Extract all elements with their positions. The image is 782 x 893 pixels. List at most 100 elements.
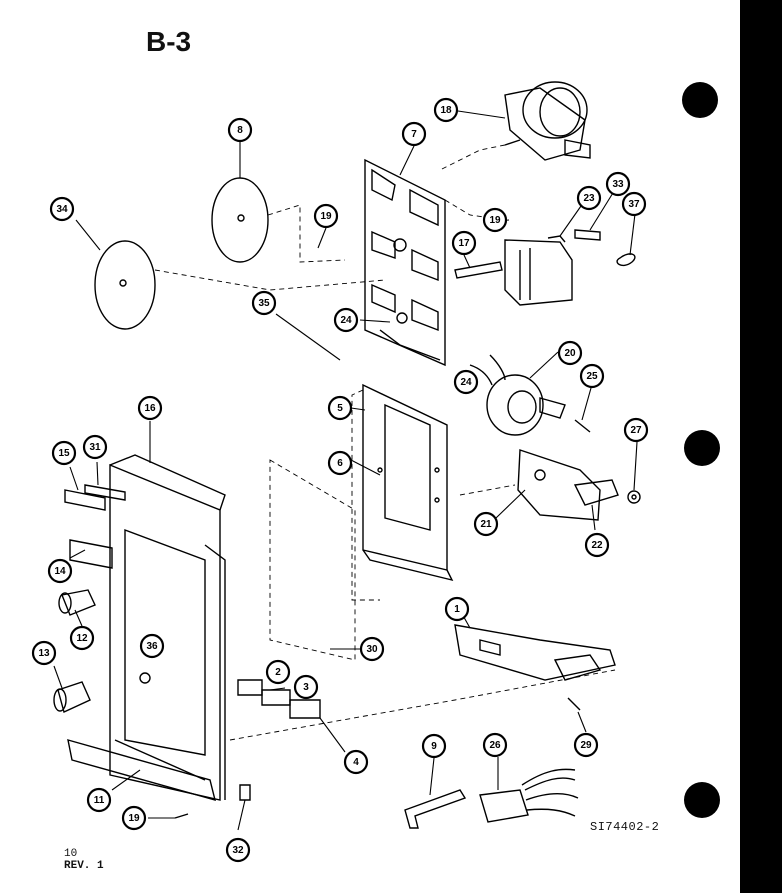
callout-21: 21 <box>473 511 499 537</box>
callout-14: 14 <box>47 558 73 584</box>
callout-18: 18 <box>433 97 459 123</box>
large-cam-disc-part <box>94 240 156 330</box>
callout-8: 8 <box>227 117 253 143</box>
callout-label: 25 <box>586 371 598 382</box>
callout-label: 31 <box>89 442 101 453</box>
callout-29: 29 <box>573 732 599 758</box>
callout-label: 12 <box>76 633 88 644</box>
callout-11: 11 <box>86 787 112 813</box>
callout-19: 19 <box>121 805 147 831</box>
bracket-part <box>64 489 106 511</box>
nut-part <box>627 490 641 504</box>
callout-33: 33 <box>605 171 631 197</box>
callout-34: 34 <box>49 196 75 222</box>
callout-36: 36 <box>139 633 165 659</box>
callout-label: 32 <box>232 845 244 856</box>
callout-label: 23 <box>583 193 595 204</box>
callout-19: 19 <box>482 207 508 233</box>
callout-3: 3 <box>293 674 319 700</box>
cam-disc-part <box>211 177 269 263</box>
binder-hole-bottom <box>684 782 720 818</box>
callout-label: 22 <box>591 540 603 551</box>
callout-13: 13 <box>31 640 57 666</box>
control-housing-part <box>109 454 226 801</box>
page-number: 10 <box>64 848 78 860</box>
knob-part <box>53 681 91 713</box>
switch-assembly-part <box>504 235 573 306</box>
callout-26: 26 <box>482 732 508 758</box>
screw-part <box>567 697 581 711</box>
wire-harness-part <box>479 768 579 823</box>
drawing-number: SI74402-2 <box>590 820 660 834</box>
callout-label: 33 <box>612 179 624 190</box>
callout-label: 13 <box>38 648 50 659</box>
callout-label: 24 <box>340 315 352 326</box>
callout-label: 7 <box>411 129 417 140</box>
callout-label: 8 <box>237 125 243 136</box>
callout-label: 27 <box>630 425 642 436</box>
callout-label: 19 <box>128 813 140 824</box>
screw-part <box>174 813 189 819</box>
callout-20: 20 <box>557 340 583 366</box>
callout-label: 30 <box>366 644 378 655</box>
terminal-block-part <box>261 689 291 706</box>
callout-label: 9 <box>431 741 437 752</box>
callout-9: 9 <box>421 733 447 759</box>
callout-15: 15 <box>51 440 77 466</box>
callout-16: 16 <box>137 395 163 421</box>
callout-label: 6 <box>337 458 343 469</box>
spring-clip-part <box>574 229 601 241</box>
callout-27: 27 <box>623 417 649 443</box>
bracket-part <box>84 484 126 501</box>
callout-label: 29 <box>580 740 592 751</box>
callout-23: 23 <box>576 185 602 211</box>
callout-label: 1 <box>454 604 460 615</box>
timer-motor-part <box>504 81 591 161</box>
callout-31: 31 <box>82 434 108 460</box>
binder-hole-middle <box>684 430 720 466</box>
callout-6: 6 <box>327 450 353 476</box>
callout-label: 37 <box>628 199 640 210</box>
cam-switch-part <box>517 449 619 521</box>
callout-label: 2 <box>275 667 281 678</box>
callout-label: 3 <box>303 682 309 693</box>
callout-label: 17 <box>458 238 470 249</box>
callout-label: 26 <box>489 740 501 751</box>
callout-label: 14 <box>54 566 66 577</box>
terminal-block-part <box>289 699 321 719</box>
callout-label: 5 <box>337 403 343 414</box>
callout-label: 4 <box>353 757 359 768</box>
callout-7: 7 <box>401 121 427 147</box>
mounting-bracket-part <box>364 158 446 367</box>
callout-label: 18 <box>440 105 452 116</box>
bracket-part <box>69 539 113 569</box>
binder-hole-top <box>682 82 718 118</box>
insulation-panel-part <box>269 459 356 661</box>
callout-label: 20 <box>564 348 576 359</box>
callout-1: 1 <box>444 596 470 622</box>
callout-32: 32 <box>225 837 251 863</box>
clip-part <box>239 784 251 801</box>
callout-19: 19 <box>313 203 339 229</box>
scan-edge-shadow <box>740 0 782 893</box>
callout-30: 30 <box>359 636 385 662</box>
callout-label: 16 <box>144 403 156 414</box>
shaft-part <box>454 261 503 279</box>
callout-label: 11 <box>94 795 105 806</box>
callout-12: 12 <box>69 625 95 651</box>
callout-label: 19 <box>489 215 501 226</box>
callout-17: 17 <box>451 230 477 256</box>
callout-label: 24 <box>460 377 472 388</box>
screw-part <box>574 419 591 433</box>
callout-35: 35 <box>251 290 277 316</box>
knob-part <box>58 589 96 616</box>
callout-25: 25 <box>579 363 605 389</box>
bottom-plate-part <box>67 739 216 801</box>
terminal-block-part <box>237 679 263 696</box>
callout-24: 24 <box>453 369 479 395</box>
clip-part <box>616 253 636 267</box>
callout-22: 22 <box>584 532 610 558</box>
callout-label: 35 <box>258 298 270 309</box>
